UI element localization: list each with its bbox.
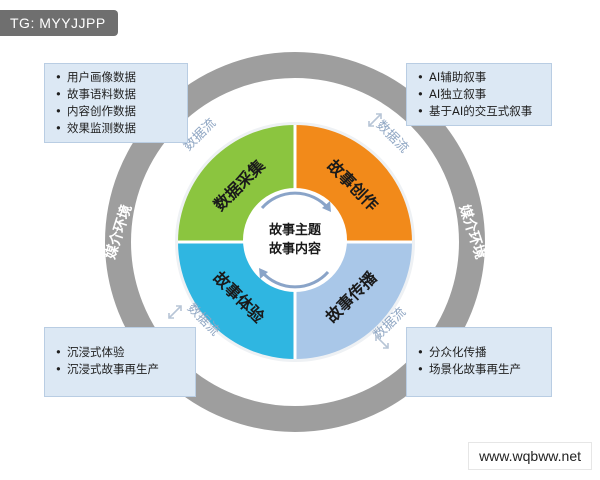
- cycle-arrow-top: [260, 191, 330, 210]
- cycle-arrowhead-bottom-icon: [259, 268, 268, 279]
- info-list: AI辅助叙事 AI独立叙事 基于AI的交互式叙事: [417, 69, 543, 120]
- list-item: 内容创作数据: [55, 103, 179, 120]
- center-circle: [243, 188, 347, 292]
- list-item: 用户画像数据: [55, 69, 179, 86]
- media-environment-ring: [105, 52, 485, 432]
- info-list: 分众化传播 场景化故事再生产: [417, 344, 543, 378]
- center-line1: 故事主题: [269, 222, 322, 238]
- double-arrow-icon: [368, 113, 382, 127]
- site-watermark: www.wqbww.net: [468, 442, 592, 470]
- list-item: 沉浸式故事再生产: [55, 361, 187, 378]
- info-box-bottom-left: 沉浸式体验 沉浸式故事再生产: [44, 327, 196, 397]
- info-box-bottom-right: 分众化传播 场景化故事再生产: [406, 327, 552, 397]
- info-list: 沉浸式体验 沉浸式故事再生产: [55, 344, 187, 378]
- double-arrow-icon: [168, 305, 182, 319]
- double-arrow-icon: [375, 335, 389, 349]
- list-item: 故事语料数据: [55, 86, 179, 103]
- watermark-badge: TG: MYYJJPP: [0, 10, 118, 36]
- cycle-arrowhead-top-icon: [322, 201, 331, 212]
- info-box-top-left: 用户画像数据 故事语料数据 内容创作数据 效果监测数据: [44, 63, 188, 143]
- list-item: 效果监测数据: [55, 120, 179, 137]
- list-item: 场景化故事再生产: [417, 361, 543, 378]
- list-item: AI独立叙事: [417, 86, 543, 103]
- cycle-arrow-bottom: [260, 270, 330, 289]
- list-item: 沉浸式体验: [55, 344, 187, 361]
- center-line2: 故事内容: [269, 241, 321, 257]
- list-item: 分众化传播: [417, 344, 543, 361]
- info-box-top-right: AI辅助叙事 AI独立叙事 基于AI的交互式叙事: [406, 63, 552, 126]
- list-item: AI辅助叙事: [417, 69, 543, 86]
- info-list: 用户画像数据 故事语料数据 内容创作数据 效果监测数据: [55, 69, 179, 137]
- list-item: 基于AI的交互式叙事: [417, 103, 543, 120]
